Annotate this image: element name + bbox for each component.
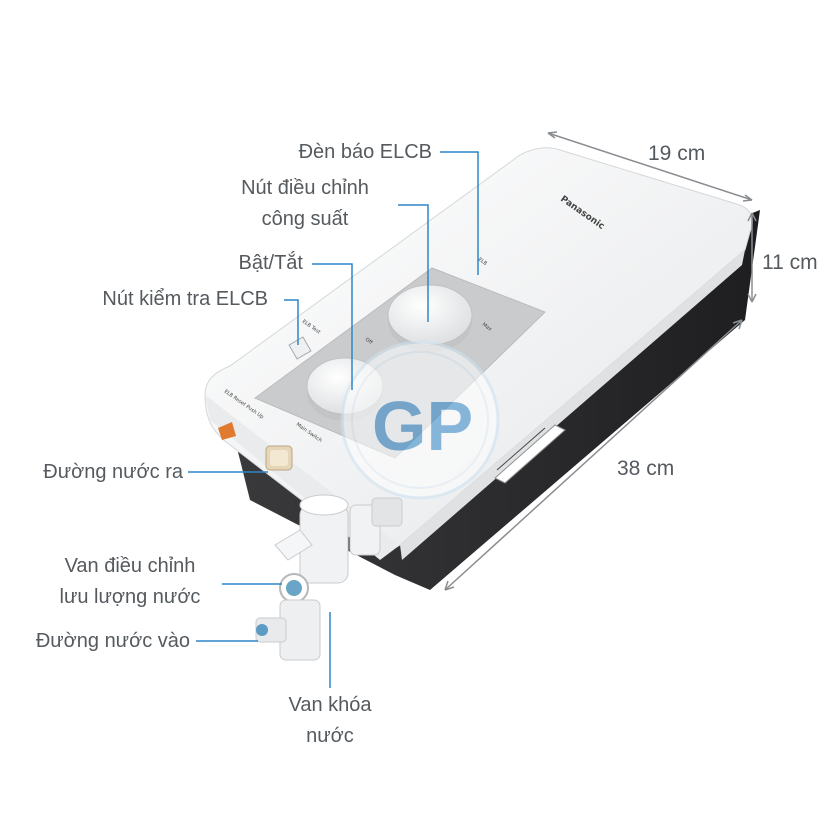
dimension-lines (444, 131, 757, 591)
dimension-width: 19 cm (648, 142, 706, 165)
label-on-off: Bật/Tắt (238, 252, 303, 274)
label-water-in: Đường nước vào (35, 630, 190, 652)
max-text: Max (481, 322, 493, 333)
label-flow-valve-line2: lưu lượng nước (59, 586, 201, 608)
leader-on-off (312, 263, 353, 390)
label-power-knob-line2: công suất (261, 208, 349, 230)
watermark-text: GP (372, 387, 473, 465)
label-flow-valve-line1: Van điều chỉnh (64, 555, 196, 577)
label-elcb-indicator: Đèn báo ELCB (298, 141, 432, 163)
dimension-height: 11 cm (762, 251, 818, 274)
length-dimension-line (444, 319, 743, 591)
power-knob (387, 284, 473, 346)
leader-lines (188, 151, 479, 688)
shutoff-valve-handle (274, 529, 313, 561)
label-water-out: Đường nước ra (43, 461, 183, 483)
label-power-knob-line1: Nút điều chỉnh (241, 177, 369, 199)
dimension-length: 38 cm (617, 457, 675, 480)
leader-elcb-indicator (440, 151, 479, 275)
elcb-text: ELB (477, 257, 489, 268)
leader-power-knob (398, 204, 429, 322)
leader-elcb-test (284, 299, 299, 345)
off-text: Off (364, 337, 374, 346)
label-elcb-test: Nút kiểm tra ELCB (102, 288, 268, 310)
label-shutoff-valve-line2: nước (306, 725, 354, 747)
rating-label (494, 424, 566, 484)
label-shutoff-valve-line1: Van khóa (288, 694, 372, 716)
elcb-test-button (288, 336, 312, 360)
watermark-logo: GP (340, 340, 500, 500)
width-dimension-line (547, 132, 753, 201)
